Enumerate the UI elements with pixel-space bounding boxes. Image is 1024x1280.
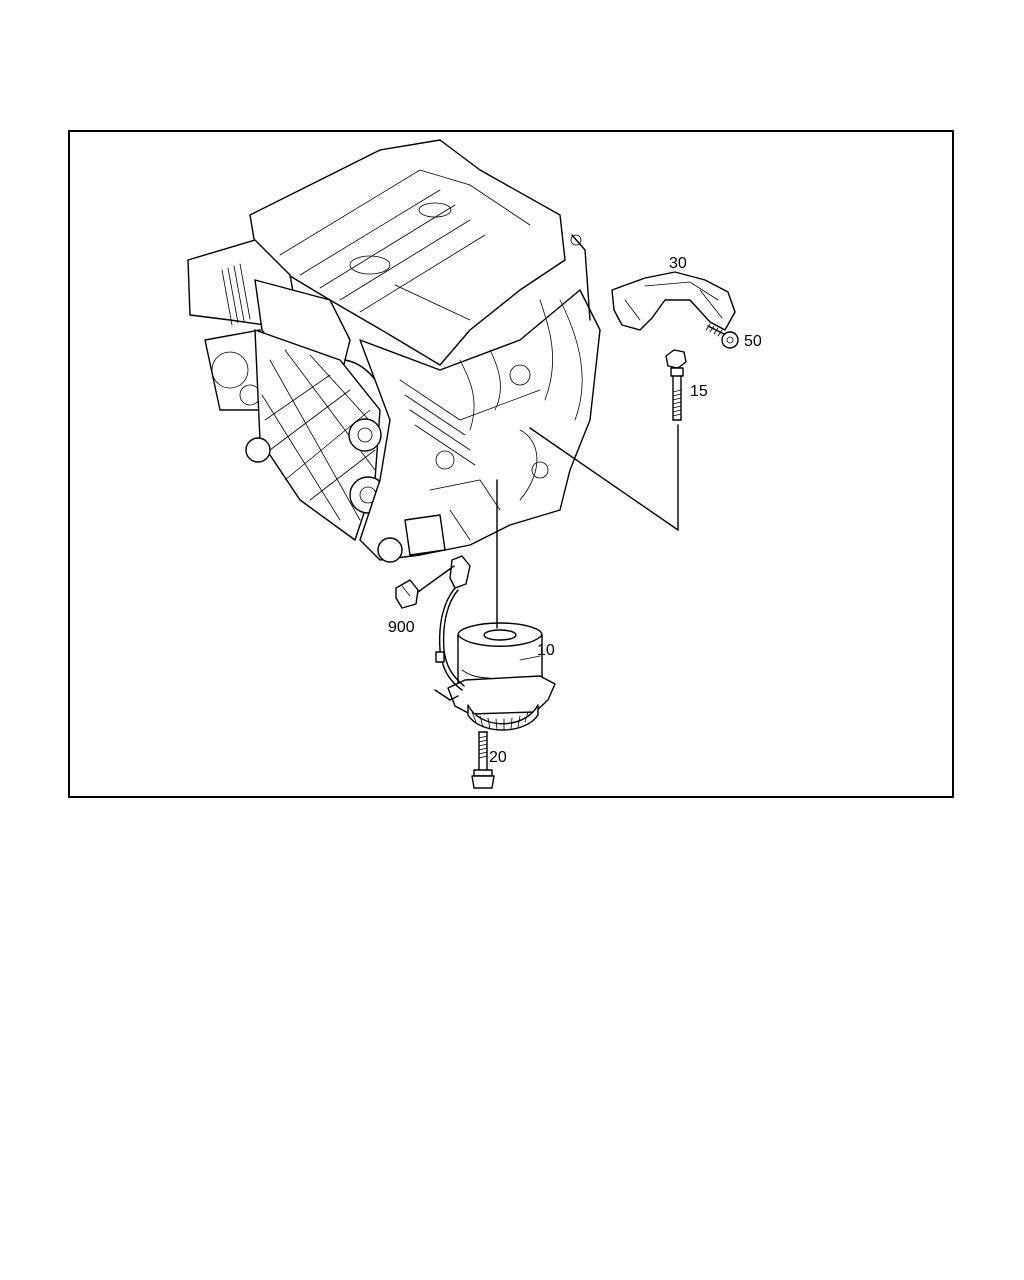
callout-30: 30 — [669, 255, 687, 272]
bracket-30 — [611, 271, 736, 331]
sensor-900 — [395, 555, 471, 701]
bolt-15 — [665, 349, 687, 421]
callout-15: 15 — [690, 383, 708, 400]
screw-50 — [705, 323, 739, 349]
bolt-20 — [471, 731, 495, 789]
callout-20: 20 — [489, 749, 507, 766]
engine-mount-10 — [447, 622, 556, 731]
callout-50: 50 — [744, 333, 762, 350]
leader-lines — [417, 424, 679, 629]
callout-10: 10 — [537, 642, 555, 659]
engine-assembly — [187, 139, 601, 563]
callout-900: 900 — [388, 619, 415, 636]
